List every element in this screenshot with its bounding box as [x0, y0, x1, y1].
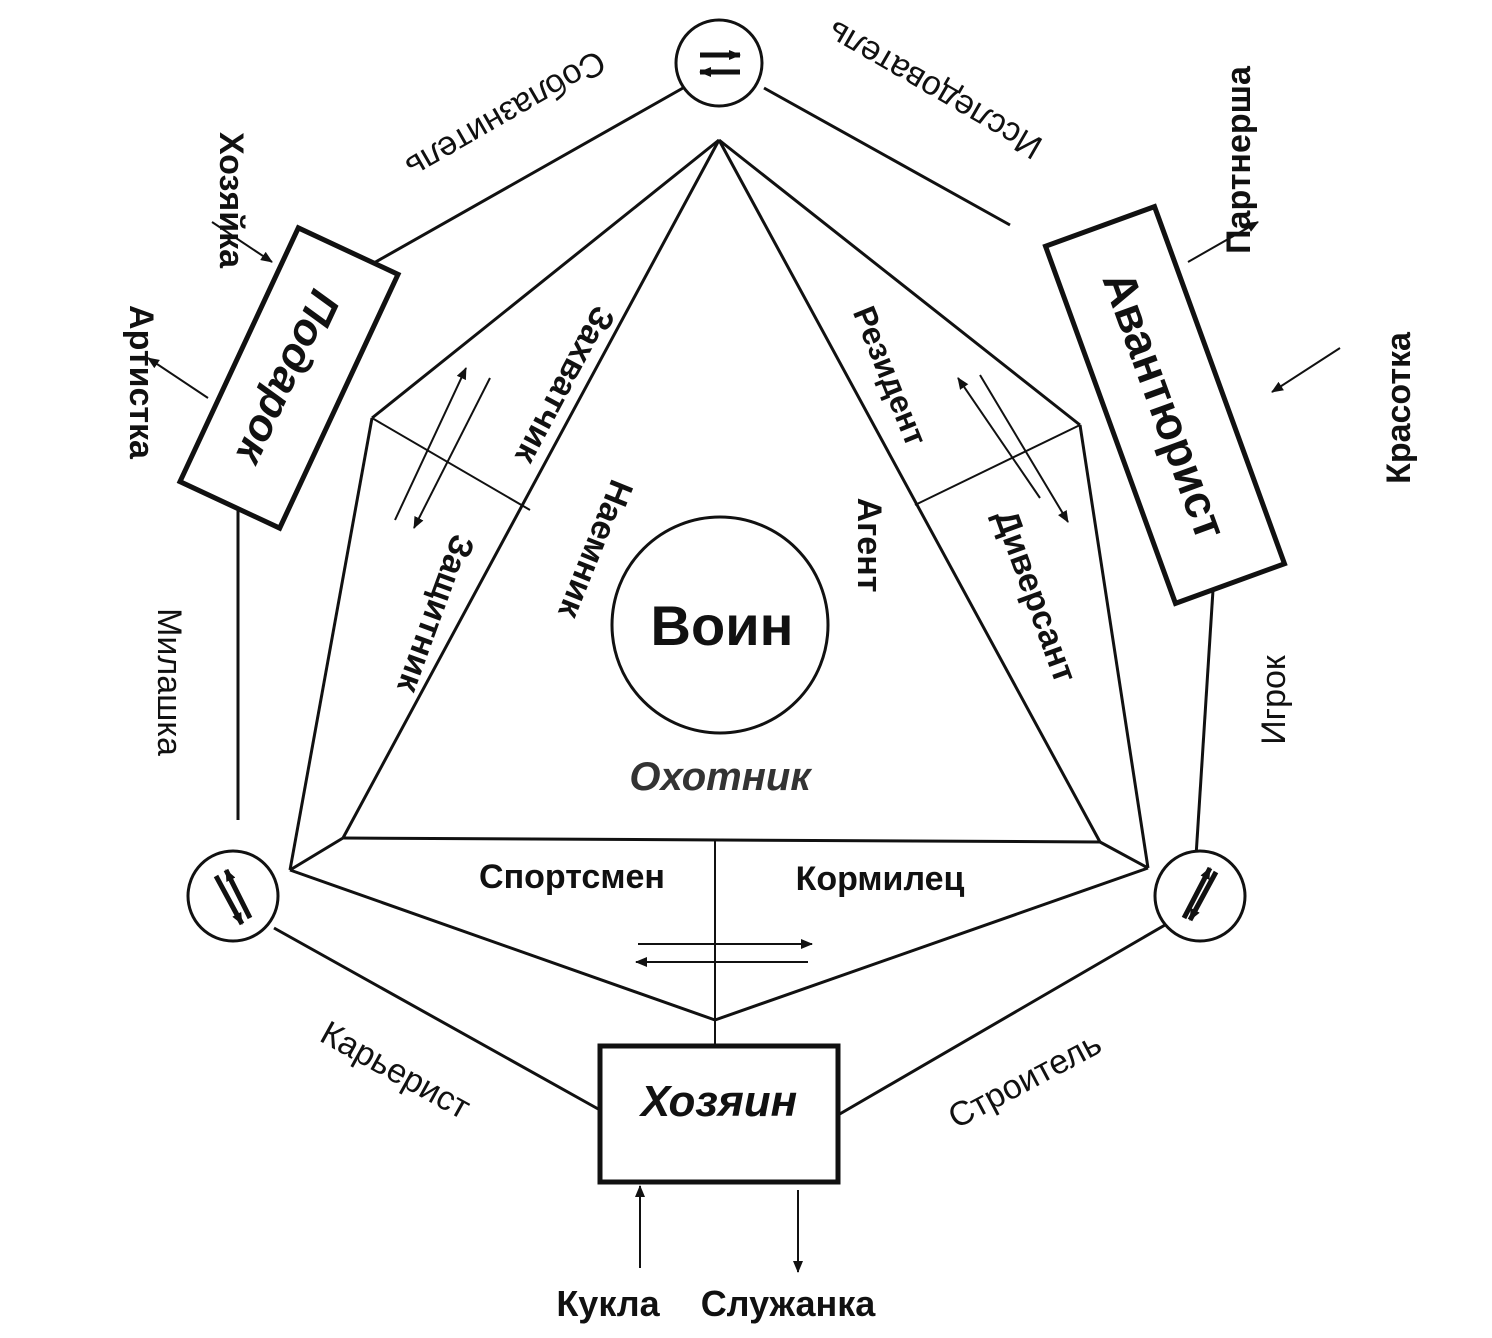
- label-krasotka: Красотка: [1380, 331, 1418, 484]
- box-bottom: Хозяин: [597, 1043, 841, 1185]
- arrows-right-pair: [957, 374, 1069, 523]
- label-rezident: Резидент: [846, 301, 934, 451]
- label-artistka: Артистка: [122, 305, 160, 460]
- label-milashka: Милашка: [150, 608, 188, 756]
- label-sluzhanka: Служанка: [701, 1283, 877, 1324]
- label-soblaznitel: Соблазнитель: [399, 42, 612, 187]
- inner-structure: [288, 138, 1150, 1045]
- label-zahvatchik: Захватчик: [507, 300, 622, 471]
- label-hozyayka: Хозяйка: [212, 132, 250, 269]
- node-top: [674, 18, 764, 108]
- arrows-bottom-pair: [635, 939, 813, 967]
- label-igrok: Игрок: [1255, 654, 1293, 745]
- label-karerist: Карьерист: [314, 1014, 477, 1127]
- outer-pentagon: [236, 86, 1215, 1117]
- box-left: Подарок: [176, 224, 402, 532]
- label-kormilets: Кормилец: [796, 860, 965, 898]
- label-issledovatel: Исследователь: [820, 13, 1048, 167]
- center-label: Воин: [651, 594, 794, 657]
- label-agent: Агент: [850, 498, 888, 593]
- io-arrows-right: [1187, 221, 1341, 393]
- label-partnersha: Партнерша: [1220, 65, 1258, 254]
- io-arrows-left: [147, 221, 273, 399]
- center-sub-label: Охотник: [629, 755, 812, 799]
- label-kukla: Кукла: [556, 1283, 660, 1324]
- node-left: [186, 849, 280, 943]
- io-arrows-bottom: [635, 1185, 803, 1273]
- label-sportsmen: Спортсмен: [479, 858, 665, 896]
- center-node: Воин: [610, 515, 830, 735]
- label-zashchitnik: Защитник: [389, 530, 481, 699]
- node-right: [1153, 849, 1247, 943]
- box-right: Авантюрист: [1042, 203, 1288, 607]
- box-bottom-label: Хозяин: [638, 1077, 797, 1126]
- arrows-left-pair: [394, 367, 491, 529]
